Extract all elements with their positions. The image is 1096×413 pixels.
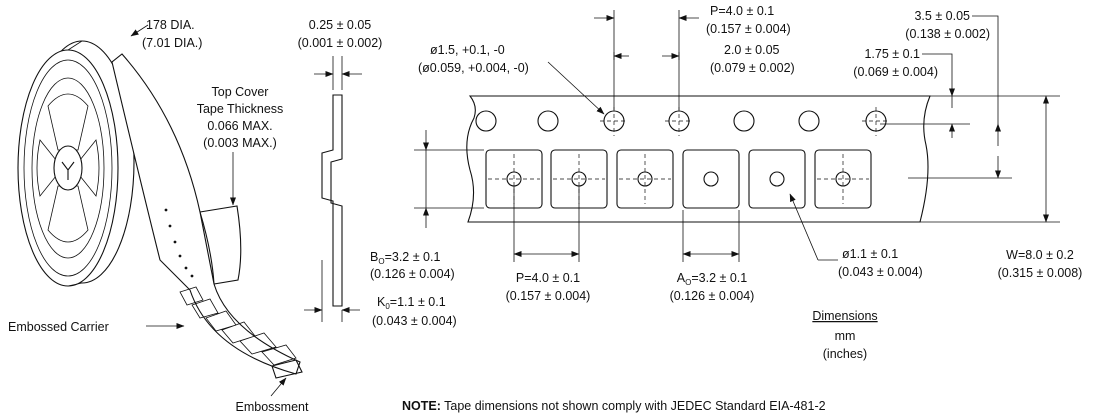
d1-in: (0.043 ± 0.004) [838,265,923,279]
ko-value: =1.1 ± 0.1 [390,295,446,309]
ao-prefix: A [677,271,686,285]
d1-mm: ø1.1 ± 0.1 [842,247,898,261]
ko-label: K0=1.1 ± 0.1 [377,295,446,311]
ao-label: AO=3.2 ± 0.1 [677,271,747,287]
sprocket-hole [798,110,820,132]
reel-tape-strip [111,53,303,379]
p1-mm: P=4.0 ± 0.1 [516,271,580,285]
reel-edge-top [67,40,83,51]
f-mm: 3.5 ± 0.05 [914,9,970,23]
top-cover-label-4: (0.003 MAX.) [203,136,277,150]
reel-window-right [79,139,100,197]
note-text: Tape dimensions not shown comply with JE… [441,399,826,413]
ao-subscript: O [685,278,691,287]
thickness-in: (0.001 ± 0.002) [298,36,383,50]
pocket [814,149,872,209]
units-title: Dimensions [812,309,877,323]
e-mm: 1.75 ± 0.1 [864,47,920,61]
reel-rim [23,59,113,277]
reel-diameter-leader [130,24,149,37]
strip-sprocket-holes [164,208,194,278]
embossment-tip [271,359,303,379]
sprocket-hole [733,110,755,132]
sprocket-hole [475,110,497,132]
p0-in: (0.157 ± 0.004) [706,22,791,36]
ao-value: =3.2 ± 0.1 [691,271,747,285]
hole-dia-leader [547,61,605,115]
p2-in: (0.079 ± 0.002) [710,61,795,75]
pockets [485,149,872,209]
hole-dia-in: (ø0.059, +0.004, -0) [418,61,529,75]
w-in: (0.315 ± 0.008) [998,266,1083,280]
bo-label: BO=3.2 ± 0.1 [370,250,440,266]
p2-mm: 2.0 ± 0.05 [724,43,780,57]
f-in: (0.138 ± 0.002) [905,27,990,41]
reel-window-ring [31,77,105,259]
ko-subscript: 0 [385,302,390,311]
note: NOTE: Tape dimensions not shown comply w… [402,399,826,413]
p0-mm: P=4.0 ± 0.1 [710,4,774,18]
top-cover-label-1: Top Cover [212,85,269,99]
top-cover-label-3: 0.066 MAX. [207,119,272,133]
top-cover-label-2: Tape Thickness [197,102,284,116]
w-mm: W=8.0 ± 0.2 [1006,248,1074,262]
units-mm: mm [835,329,856,343]
embossment-label: Embossment [236,400,309,413]
d1-leader [789,193,819,261]
ko-in: (0.043 ± 0.004) [372,314,457,328]
tape-plan-view [466,90,1060,223]
carrier-pockets [179,286,297,366]
pocket-hole [769,171,785,187]
bo-subscript: O [378,257,384,266]
reel-edge-bottom [67,282,83,287]
profile-outline [321,94,343,307]
f-leader [972,15,999,124]
reel-window-top [47,93,89,151]
units-inches: (inches) [823,347,867,361]
sprocket-centerlines [600,107,890,136]
bo-in: (0.126 ± 0.004) [370,267,455,281]
plan-tape-body [466,95,931,223]
pocket [682,149,740,209]
ko-prefix: K [377,295,386,309]
reel-diameter-mm: 178 DIA. [146,18,195,32]
e-leader [922,53,953,84]
ao-in: (0.126 ± 0.004) [670,289,755,303]
top-cover-tape [199,205,242,285]
sprocket-hole [537,110,559,132]
pocket [748,149,806,209]
reel-window-left [36,139,57,197]
hole-dia-mm: ø1.5, +0.1, -0 [430,43,505,57]
tape-profile [304,56,362,322]
note-label: NOTE: [402,399,441,413]
reel-diameter-in: (7.01 DIA.) [142,36,202,50]
pocket-hole [703,171,719,187]
reel-hub [53,145,83,191]
reel-hub-slot [61,161,75,180]
thickness-mm: 0.25 ± 0.05 [309,18,372,32]
pocket-centerlines [488,154,869,204]
pocket [616,149,674,209]
embossed-carrier-label: Embossed Carrier [8,320,109,334]
bo-prefix: B [370,250,378,264]
sprocket-holes [475,107,890,136]
p1-in: (0.157 ± 0.004) [506,289,591,303]
e-in: (0.069 ± 0.004) [853,65,938,79]
reel-window-bottom [47,185,89,243]
embossment-leader [270,377,287,397]
reel-illustration [17,40,135,287]
bo-value: =3.2 ± 0.1 [385,250,441,264]
